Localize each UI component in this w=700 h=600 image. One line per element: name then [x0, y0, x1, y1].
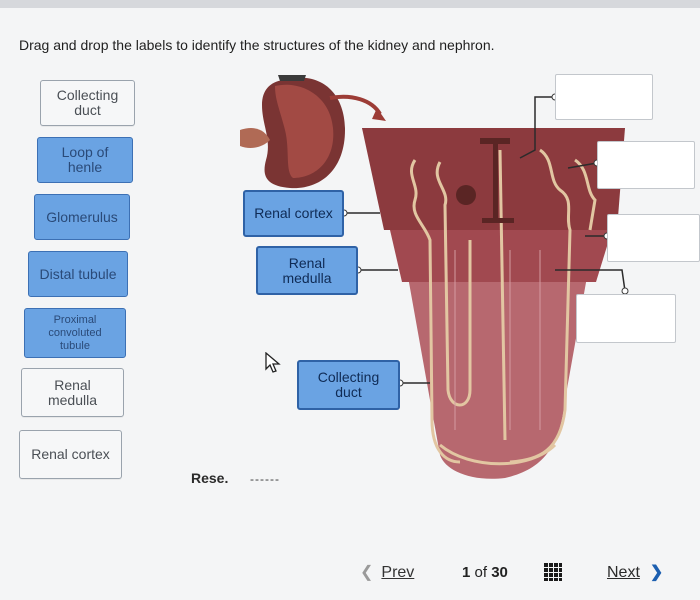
placed-label-collecting-duct[interactable]: Collecting duct: [297, 360, 400, 410]
prev-label: Prev: [381, 564, 415, 581]
next-button[interactable]: Next ❯: [607, 562, 663, 582]
page-of: of: [474, 564, 488, 581]
dropzone-4[interactable]: [576, 294, 676, 343]
dropzone-3[interactable]: [607, 214, 700, 262]
page-indicator: 1 of 30: [462, 564, 508, 581]
dropzone-2[interactable]: [597, 141, 695, 189]
dropzone-1[interactable]: [555, 74, 653, 120]
reset-button[interactable]: Rese.: [191, 470, 229, 486]
label-proximal-convoluted-tubule[interactable]: Proximal convoluted tubule: [24, 308, 126, 358]
label-renal-medulla[interactable]: Renal medulla: [21, 368, 124, 417]
label-glomerulus[interactable]: Glomerulus: [34, 194, 130, 240]
mouse-cursor-icon: [265, 352, 281, 373]
label-renal-cortex[interactable]: Renal cortex: [19, 430, 122, 479]
prev-button[interactable]: ❮ Prev: [360, 562, 414, 582]
placed-label-renal-cortex[interactable]: Renal cortex: [243, 190, 344, 237]
label-distal-tubule[interactable]: Distal tubule: [28, 251, 128, 297]
placed-label-renal-medulla[interactable]: Renal medulla: [256, 246, 358, 295]
total-pages: 30: [491, 564, 508, 581]
grid-icon[interactable]: [543, 562, 563, 582]
next-label: Next: [607, 564, 640, 581]
current-page: 1: [462, 564, 471, 581]
chevron-left-icon: ❮: [360, 564, 374, 581]
label-collecting-duct[interactable]: Collecting duct: [40, 80, 135, 126]
label-loop-of-henle[interactable]: Loop of henle: [37, 137, 133, 183]
instruction-text: Drag and drop the labels to identify the…: [19, 37, 495, 53]
top-bar: [0, 0, 700, 8]
reset-dash: ------: [250, 472, 280, 486]
chevron-right-icon: ❯: [649, 564, 664, 581]
kidney-icon: [240, 75, 386, 189]
